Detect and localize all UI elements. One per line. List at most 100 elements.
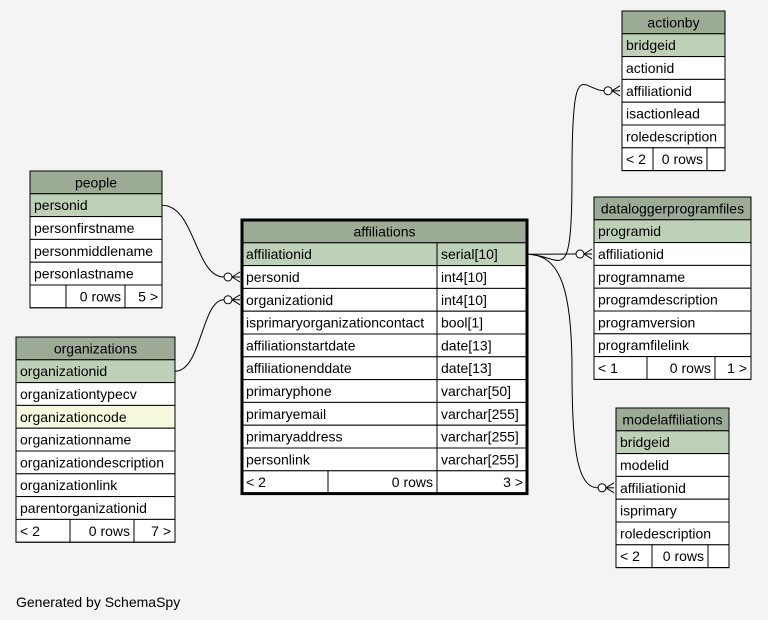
column-name: roledescription — [626, 128, 717, 144]
column-name: programversion — [598, 314, 695, 330]
column-type: date[13] — [441, 360, 492, 376]
crowfoot-prong — [231, 271, 241, 278]
crowfoot-prong — [605, 482, 615, 489]
column-name: primaryaddress — [246, 429, 342, 445]
table-outline — [593, 196, 752, 380]
footer-children-link[interactable]: 7 > — [151, 523, 171, 539]
table-title: people — [75, 174, 117, 190]
relationship-edge — [174, 294, 241, 372]
table-title: affiliations — [353, 223, 415, 239]
footer-row-count: 0 rows — [80, 288, 121, 304]
column-type: varchar[50] — [441, 383, 511, 399]
column-name: primaryphone — [246, 383, 332, 399]
column-name: programfilelink — [598, 337, 690, 353]
column-name: isprimaryorganizationcontact — [246, 315, 424, 331]
column-name: isprimary — [620, 503, 677, 519]
footer-parents-link[interactable]: < 2 — [246, 474, 266, 490]
generated-by-footer: Generated by SchemaSpy — [16, 594, 181, 610]
relationship-edge — [161, 204, 241, 283]
edge-line — [174, 299, 225, 372]
column-name: actionid — [626, 60, 674, 76]
edge-line — [526, 84, 605, 261]
column-name: isactionlead — [626, 106, 700, 122]
table-title: dataloggerprogramfiles — [601, 200, 744, 216]
column-name: organizationname — [20, 432, 132, 448]
table-footer-cell — [706, 147, 726, 172]
column-name: organizationcode — [20, 409, 127, 425]
column-name: affiliationenddate — [246, 360, 352, 376]
column-name: roledescription — [620, 525, 711, 541]
table-title: organizations — [54, 340, 137, 356]
footer-row-count: 0 rows — [392, 474, 433, 490]
column-name: personfirstname — [34, 220, 135, 236]
column-type: int4[10] — [441, 292, 487, 308]
column-name: bridgeid — [620, 434, 670, 450]
footer-children-link[interactable]: 5 > — [138, 288, 158, 304]
relationship-edge — [526, 253, 615, 494]
column-name: parentorganizationid — [20, 500, 147, 516]
edge-optional-marker — [575, 249, 585, 259]
column-type: date[13] — [441, 337, 492, 353]
edge-optional-marker — [603, 86, 613, 96]
footer-parents-link[interactable]: < 1 — [598, 360, 618, 376]
column-name: organizationtypecv — [20, 386, 137, 402]
column-name: affiliationid — [598, 246, 664, 262]
column-name: programname — [598, 269, 685, 285]
edge-optional-marker — [223, 272, 233, 282]
column-name: affiliationid — [626, 83, 692, 99]
table-dataloggerprogramfiles[interactable]: dataloggerprogramfilesprogramidaffiliati… — [593, 196, 752, 380]
table-title: modelaffiliations — [622, 411, 722, 427]
tables-layer: people personid personfirstname personmiddl… — [15, 10, 752, 569]
footer-row-count: 0 rows — [663, 548, 704, 564]
column-name: personid — [34, 197, 88, 213]
column-name: primaryemail — [246, 406, 326, 422]
column-type: bool[1] — [441, 315, 483, 331]
column-name: programdescription — [598, 292, 718, 308]
table-organizations[interactable]: organizations organizationid organizationt… — [15, 336, 176, 543]
crowfoot-prong — [611, 90, 621, 97]
crowfoot-prong — [611, 85, 621, 92]
table-outline — [29, 170, 163, 309]
column-type: serial[10] — [441, 246, 498, 262]
footer-parents-link[interactable]: < 2 — [626, 151, 646, 167]
column-type: varchar[255] — [441, 429, 519, 445]
crowfoot-prong — [605, 487, 615, 494]
crowfoot-prong — [583, 253, 593, 260]
column-type: int4[10] — [441, 269, 487, 285]
column-type: varchar[255] — [441, 406, 519, 422]
footer-row-count: 0 rows — [89, 523, 130, 539]
column-type: varchar[255] — [441, 451, 519, 467]
column-name: organizationid — [20, 363, 107, 379]
table-footer-cell — [29, 284, 67, 309]
relationship-edge — [526, 84, 621, 261]
crowfoot-prong — [231, 276, 241, 283]
table-title: actionby — [647, 14, 699, 30]
crowfoot-prong — [583, 248, 593, 255]
table-people[interactable]: people personid personfirstname personmiddl… — [29, 170, 163, 309]
footer-children-link[interactable]: 1 > — [727, 360, 747, 376]
edge-line — [161, 204, 225, 278]
table-outline — [615, 407, 730, 569]
footer-children-link[interactable]: 3 > — [503, 474, 523, 490]
edge-optional-marker — [223, 295, 233, 305]
footer-row-count: 0 rows — [670, 360, 711, 376]
column-name: personlink — [246, 451, 311, 467]
edge-line — [526, 253, 599, 489]
column-name: organizationid — [246, 292, 333, 308]
column-name: personid — [246, 269, 300, 285]
table-footer-cell — [707, 544, 730, 569]
relationship-edges — [161, 84, 621, 494]
column-name: affiliationstartdate — [246, 337, 356, 353]
table-modelaffiliations[interactable]: modelaffiliationsbridgeidmodelidaffiliat… — [615, 407, 730, 569]
footer-parents-link[interactable]: < 2 — [620, 548, 640, 564]
edge-optional-marker — [597, 483, 607, 493]
table-actionby[interactable]: actionby bridgeid actionid affiliationid isa… — [621, 10, 726, 172]
column-name: organizationdescription — [20, 454, 164, 470]
column-name: bridgeid — [626, 37, 676, 53]
column-name: personlastname — [34, 266, 134, 282]
footer-parents-link[interactable]: < 2 — [20, 523, 40, 539]
relationship-edge — [526, 248, 593, 260]
column-name: personmiddlename — [34, 243, 153, 259]
